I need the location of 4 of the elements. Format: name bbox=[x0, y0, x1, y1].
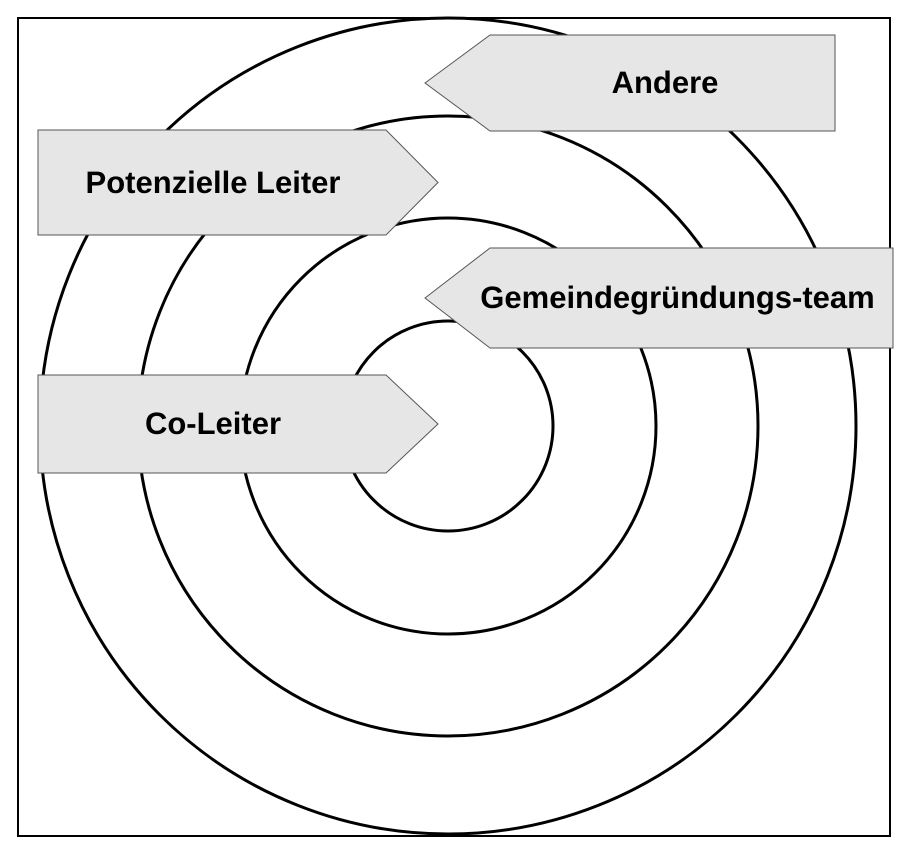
arrow-label: Andere bbox=[610, 65, 720, 101]
arrow-label: Co-Leiter bbox=[144, 406, 282, 442]
arrow-label: Gemeindegründungs-team bbox=[479, 280, 876, 316]
arrow-label: Potenzielle Leiter bbox=[84, 164, 342, 200]
